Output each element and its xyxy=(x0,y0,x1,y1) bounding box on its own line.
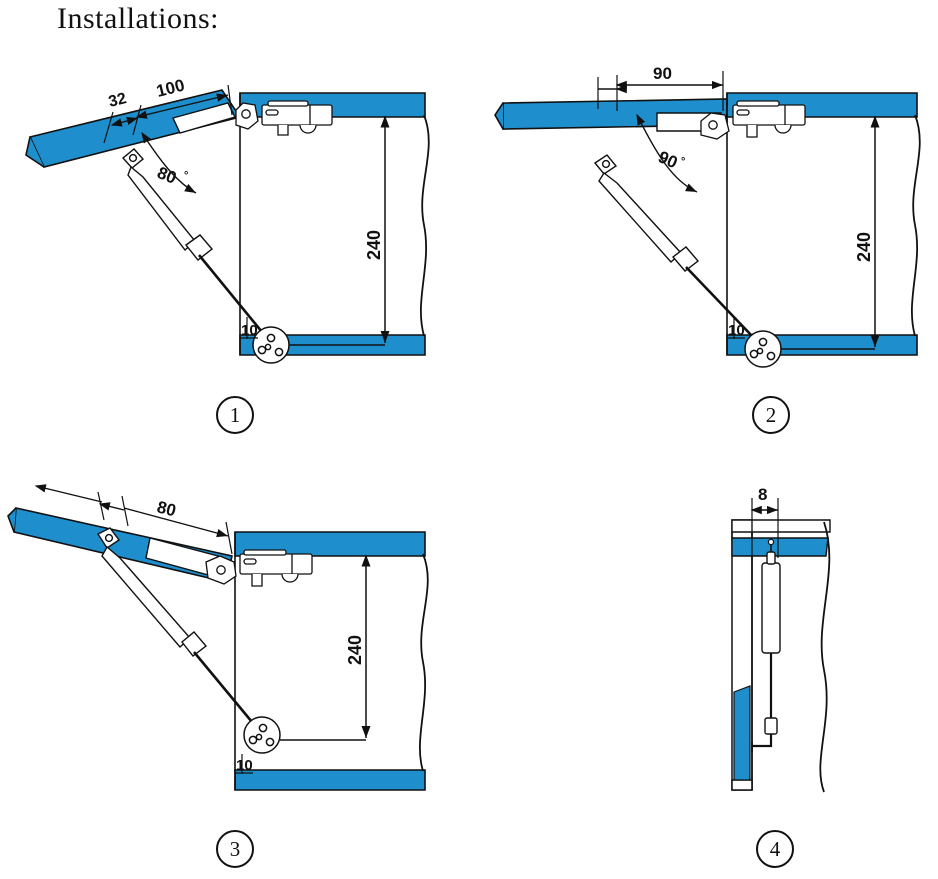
gas-strut xyxy=(121,148,264,333)
panel-2: 90 90 ° 240 10 xyxy=(485,55,938,375)
break-line xyxy=(419,553,429,772)
dimension-label: 240 xyxy=(364,230,384,260)
dimension-label: 8 xyxy=(758,485,767,504)
door-blue-fill xyxy=(733,685,751,781)
dimension-240: 240 xyxy=(289,115,390,346)
dimension-10: 10 xyxy=(235,754,253,774)
strut-base-plate xyxy=(243,716,281,754)
gas-strut xyxy=(751,542,781,752)
dimension-label: 240 xyxy=(854,232,874,262)
dimension-label: 80 xyxy=(155,497,178,520)
dimension-240: 240 xyxy=(781,115,880,350)
panel-number-3: 3 xyxy=(216,830,254,868)
panel-number-2: 2 xyxy=(752,396,790,434)
dimension-10: 10 xyxy=(727,317,745,339)
page-title: Installations: xyxy=(57,2,219,35)
cabinet-top-panel xyxy=(731,519,831,557)
dimension-240: 240 xyxy=(280,554,371,741)
dimension-label: 90 xyxy=(655,147,680,172)
dimension-label: 10 xyxy=(236,757,253,774)
hinge-mechanism xyxy=(700,100,806,140)
degree-symbol: ° xyxy=(681,156,685,168)
panel-1: 32 100 80 ° 240 10 xyxy=(0,55,470,375)
dimension-8: 8 xyxy=(750,485,779,558)
dimension-80: 80 xyxy=(34,484,233,555)
strut-base-plate xyxy=(744,330,782,368)
hinge-mechanism xyxy=(205,549,313,587)
dimension-label: 10 xyxy=(728,322,745,339)
strut-base-plate xyxy=(252,326,290,364)
dimension-angle-80: 80 ° xyxy=(141,131,197,194)
panel-number-4: 4 xyxy=(756,830,794,868)
panel-number-1: 1 xyxy=(216,396,254,434)
break-line xyxy=(819,521,831,793)
gas-strut xyxy=(593,154,754,338)
dimension-90: 90 xyxy=(597,64,724,111)
break-line xyxy=(911,114,921,337)
gas-strut xyxy=(96,527,254,723)
dimension-10: 10 xyxy=(240,317,258,339)
dimension-label: 80 xyxy=(155,163,180,188)
dimension-label: 100 xyxy=(154,76,186,101)
panel-3: 80 240 10 xyxy=(0,470,470,800)
dimension-label: 90 xyxy=(653,64,672,83)
panel-4: 8 xyxy=(690,480,920,810)
cabinet-bottom-panel xyxy=(234,769,426,791)
hinge-mechanism xyxy=(235,100,333,136)
dimension-label: 10 xyxy=(241,322,258,339)
dimension-label: 32 xyxy=(107,90,128,111)
degree-symbol: ° xyxy=(184,170,188,182)
break-line xyxy=(420,114,430,337)
dimension-label: 240 xyxy=(345,635,365,665)
